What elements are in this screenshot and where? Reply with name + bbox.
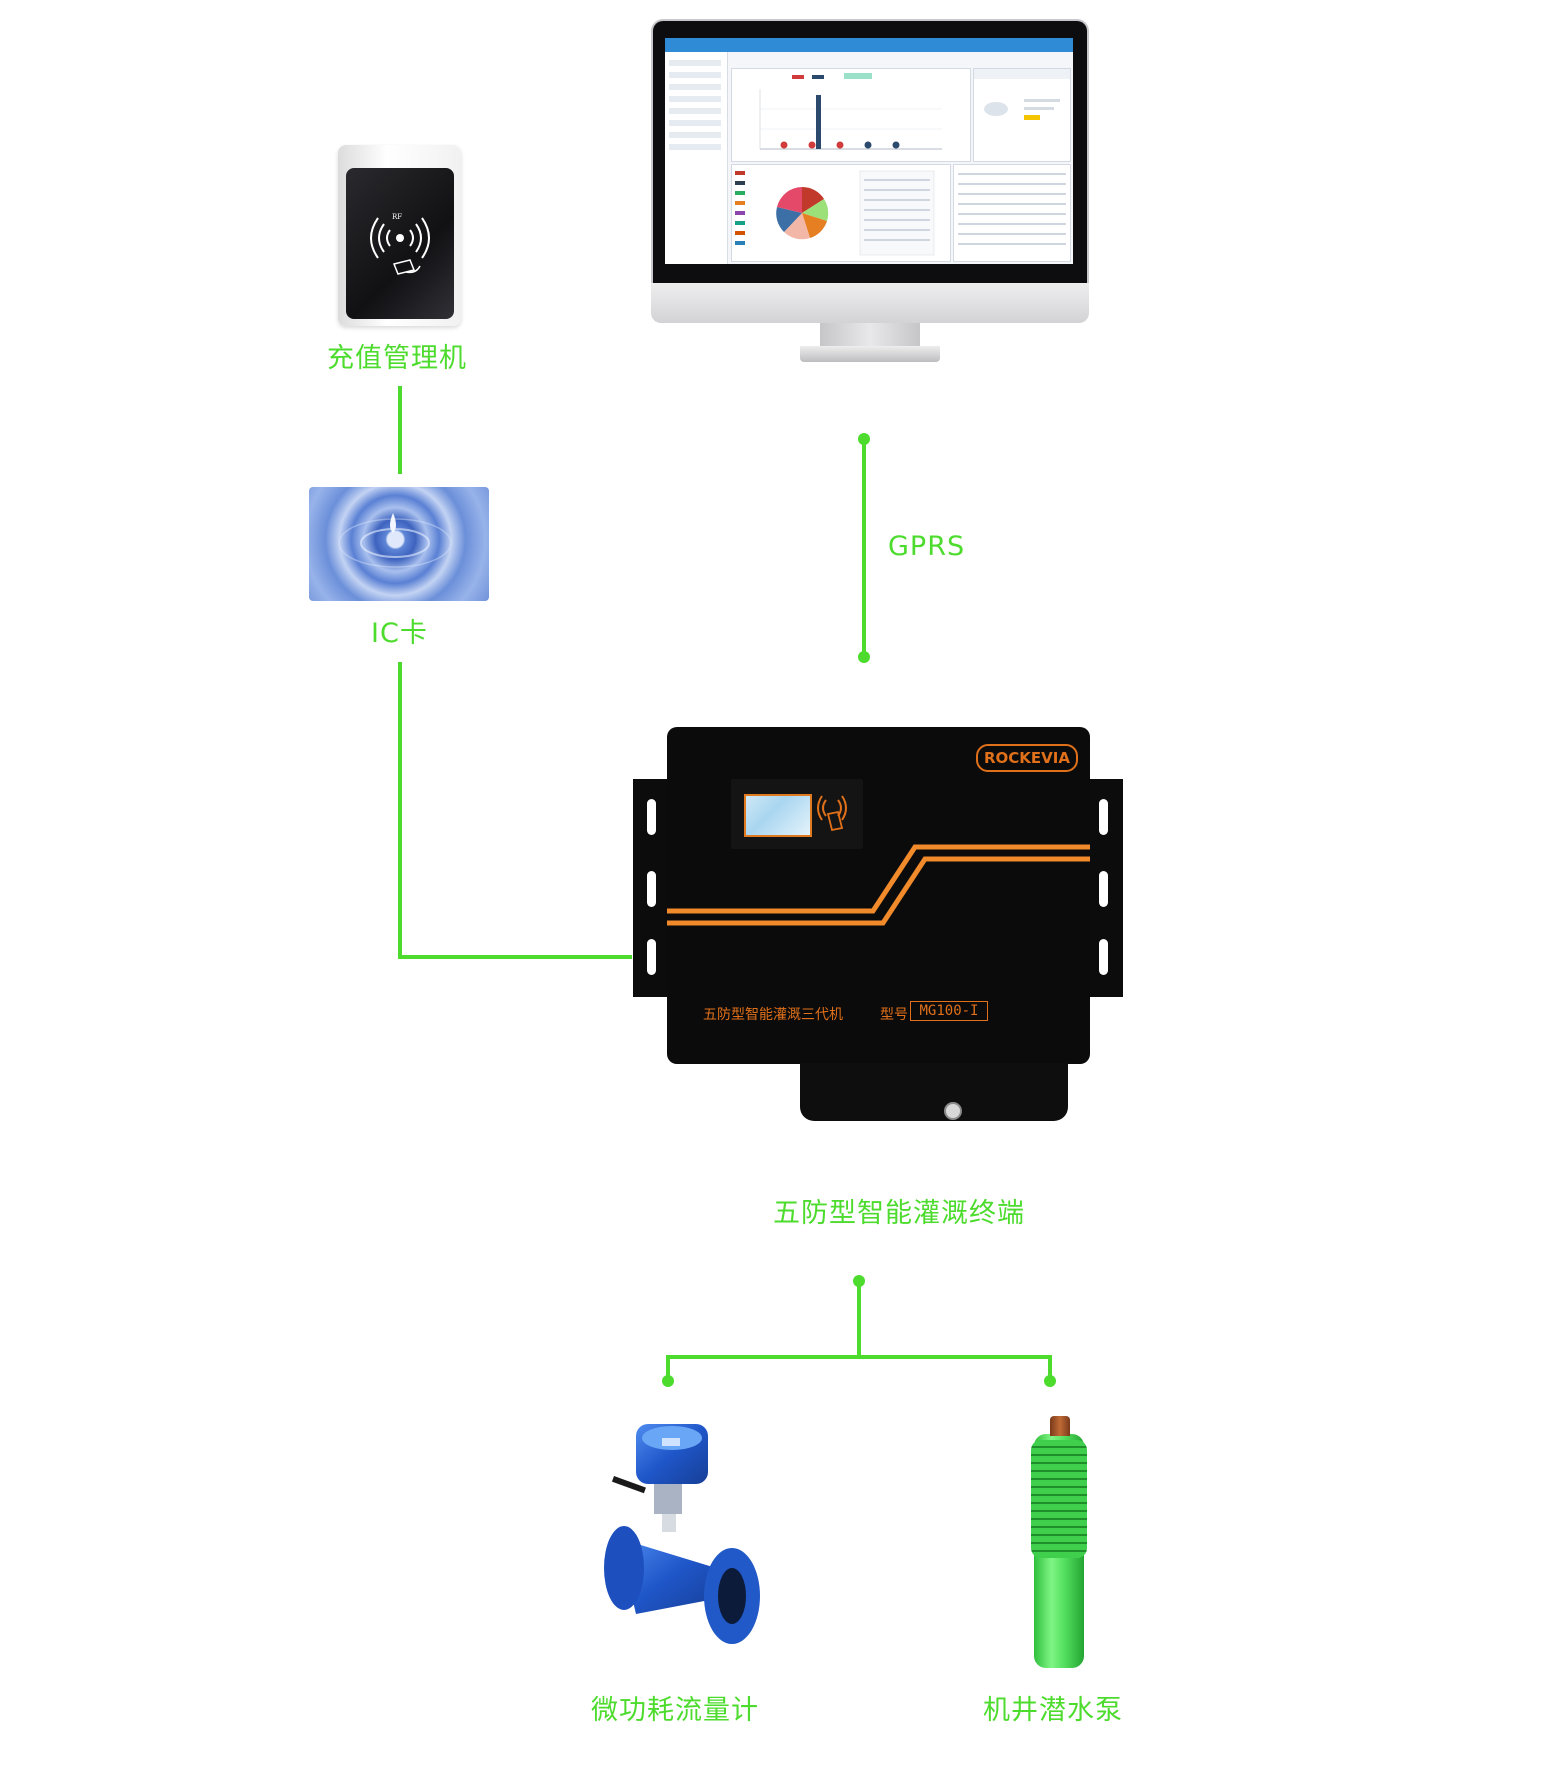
line-gprs — [862, 439, 866, 657]
label-gprs: GPRS — [888, 531, 966, 562]
card-tap-icon — [817, 795, 847, 832]
pump-motor — [1031, 1440, 1087, 1558]
branch-left-dot — [662, 1375, 674, 1387]
label-pump: 机井潜水泵 — [983, 1695, 1123, 1726]
screen-pie-panel — [731, 164, 951, 262]
water-drop-icon — [338, 513, 452, 568]
line-branch-right — [1048, 1355, 1052, 1381]
rf-label: RF — [392, 213, 403, 221]
ic-card — [309, 487, 489, 601]
screen-bar-chart — [759, 73, 942, 150]
screen-weather-panel — [973, 68, 1071, 162]
screen-table-panel — [953, 164, 1071, 262]
label-flowmeter: 微功耗流量计 — [591, 1695, 759, 1726]
line-branch-left — [666, 1355, 670, 1381]
rf-wave-icon — [370, 217, 430, 275]
monitor-base — [800, 346, 940, 362]
terminal-screw — [944, 1102, 962, 1120]
device-model-label: 型号 — [880, 1007, 908, 1023]
line-branch-trunk — [857, 1281, 861, 1357]
terminal-base — [800, 1063, 1068, 1121]
terminal-lcd — [744, 794, 812, 837]
terminal-flange-left — [633, 779, 671, 997]
flowmeter-icon — [604, 1424, 760, 1644]
label-ic-card: IC卡 — [371, 618, 428, 649]
terminal-stripes — [667, 844, 1090, 926]
brand-logo: ROCKEVIA — [976, 744, 1078, 772]
screen-bar-chart-panel — [731, 68, 971, 162]
monitor-chin — [651, 283, 1089, 323]
screen-topbar — [665, 38, 1073, 52]
line-branch-horizontal — [666, 1355, 1052, 1359]
pump-cap — [1050, 1416, 1070, 1436]
label-recharge: 充值管理机 — [327, 343, 467, 374]
line-card-to-terminal-vertical — [398, 662, 402, 958]
line-reader-to-card — [398, 386, 402, 474]
device-name: 五防型智能灌溉三代机 — [703, 1007, 843, 1023]
monitor-stand — [820, 323, 920, 349]
recharge-reader-face: RF — [346, 168, 454, 319]
gprs-bottom-dot — [858, 651, 870, 663]
branch-right-dot — [1044, 1375, 1056, 1387]
monitor-screen — [665, 38, 1073, 264]
device-model: MG100-I — [910, 1001, 988, 1021]
screen-sidebar — [665, 52, 728, 264]
label-terminal: 五防型智能灌溉终端 — [773, 1198, 1025, 1229]
screen-pie-chart — [735, 170, 935, 256]
line-card-to-terminal-horizontal — [398, 955, 632, 959]
